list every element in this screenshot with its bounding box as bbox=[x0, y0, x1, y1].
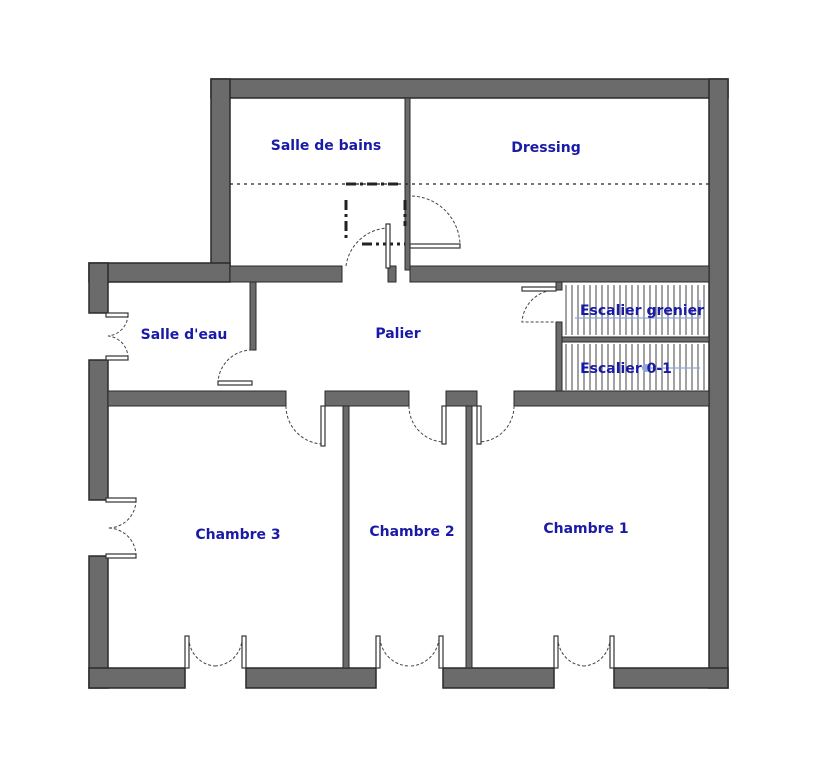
label-chambre-1: Chambre 1 bbox=[543, 521, 628, 537]
label-escalier-grenier: Escalier grenier bbox=[580, 303, 704, 319]
wall-stair-left-b bbox=[555, 321, 563, 393]
stair-arrow-head bbox=[642, 364, 650, 372]
wall-bottom-b bbox=[245, 667, 377, 689]
wall-step bbox=[88, 262, 231, 283]
wall-bath-bottom-a bbox=[229, 265, 343, 283]
wall-corridor-a bbox=[107, 390, 287, 407]
door-arc-stair bbox=[521, 289, 557, 323]
window-b2-leaf-b bbox=[438, 635, 444, 669]
window-b3-leaf-a bbox=[184, 635, 190, 669]
label-escalier-0-1: Escalier 0-1 bbox=[580, 361, 672, 377]
door-leaf-dressing bbox=[409, 243, 461, 249]
wall-bottom-a bbox=[88, 667, 186, 689]
wall-upper-left bbox=[210, 78, 231, 270]
wall-left-b bbox=[88, 359, 109, 501]
door-arc-bathroom bbox=[345, 227, 389, 267]
doors bbox=[217, 195, 557, 447]
wall-bath-bottom-b bbox=[387, 265, 397, 283]
door-arc-ch2 bbox=[408, 405, 445, 443]
stair-treads-0-1 bbox=[565, 344, 705, 390]
wall-bottom-c bbox=[442, 667, 555, 689]
wall-dressing-bottom bbox=[409, 265, 710, 283]
stair-treads-grenier bbox=[565, 285, 705, 335]
window-b2-arc-b bbox=[409, 637, 440, 667]
window-salle-eau-arc-b bbox=[107, 335, 129, 359]
windows bbox=[105, 312, 615, 669]
window-b3-leaf-b bbox=[241, 635, 247, 669]
shower-outline bbox=[344, 182, 407, 246]
window-ch3-arc-b bbox=[107, 527, 137, 557]
wall-corridor-d bbox=[513, 390, 710, 407]
wall-stair-divider bbox=[561, 336, 710, 343]
door-leaf-ch3 bbox=[320, 405, 326, 447]
window-salle-eau-leaf-b bbox=[105, 355, 129, 361]
label-palier: Palier bbox=[375, 326, 420, 342]
window-b3-arc-b bbox=[214, 637, 243, 667]
window-b2-leaf-a bbox=[375, 635, 381, 669]
window-b1-arc-b bbox=[583, 637, 611, 667]
door-leaf-ch1 bbox=[476, 405, 482, 445]
door-leaf-ch2 bbox=[441, 405, 447, 445]
window-b1-arc-a bbox=[557, 637, 585, 667]
window-salle-eau-leaf-a bbox=[105, 312, 129, 318]
label-chambre-3: Chambre 3 bbox=[195, 527, 280, 543]
door-leaf-bathroom bbox=[385, 223, 391, 269]
exterior-walls bbox=[88, 78, 729, 689]
label-salle-d-eau: Salle d'eau bbox=[141, 327, 228, 343]
window-salle-eau-arc-a bbox=[107, 314, 129, 337]
window-b1-leaf-b bbox=[609, 635, 615, 669]
label-chambre-2: Chambre 2 bbox=[369, 524, 454, 540]
wall-ch3-ch2 bbox=[342, 405, 350, 669]
room-labels: Salle de bains Dressing Salle d'eau Pali… bbox=[141, 138, 705, 543]
window-b1-leaf-a bbox=[553, 635, 559, 669]
wall-left-a bbox=[88, 262, 109, 314]
window-ch3-leaf-a bbox=[105, 497, 137, 503]
label-salle-de-bains: Salle de bains bbox=[271, 138, 381, 154]
wall-right bbox=[708, 78, 729, 689]
wall-corridor-b bbox=[324, 390, 410, 407]
door-arc-ch3 bbox=[285, 405, 323, 445]
window-b2-arc-a bbox=[379, 637, 411, 667]
door-arc-salle-eau bbox=[217, 349, 253, 383]
wall-corridor-c bbox=[445, 390, 478, 407]
wall-ch2-ch1 bbox=[465, 405, 473, 669]
window-b3-arc-a bbox=[188, 637, 216, 667]
window-ch3-arc-a bbox=[107, 499, 137, 529]
door-leaf-salle-eau bbox=[217, 380, 253, 386]
stair-arrow-grenier bbox=[575, 300, 701, 319]
stairs bbox=[565, 285, 705, 390]
wall-top bbox=[210, 78, 729, 99]
wall-stair-left-a bbox=[555, 281, 563, 291]
door-leaf-stair bbox=[521, 286, 557, 292]
door-arc-ch1 bbox=[477, 405, 515, 443]
label-dressing: Dressing bbox=[511, 140, 580, 156]
wall-bottom-d bbox=[613, 667, 729, 689]
door-arc-dressing bbox=[411, 195, 461, 247]
window-ch3-leaf-b bbox=[105, 553, 137, 559]
interior-walls bbox=[107, 97, 710, 669]
wall-salle-eau-right bbox=[249, 281, 257, 351]
